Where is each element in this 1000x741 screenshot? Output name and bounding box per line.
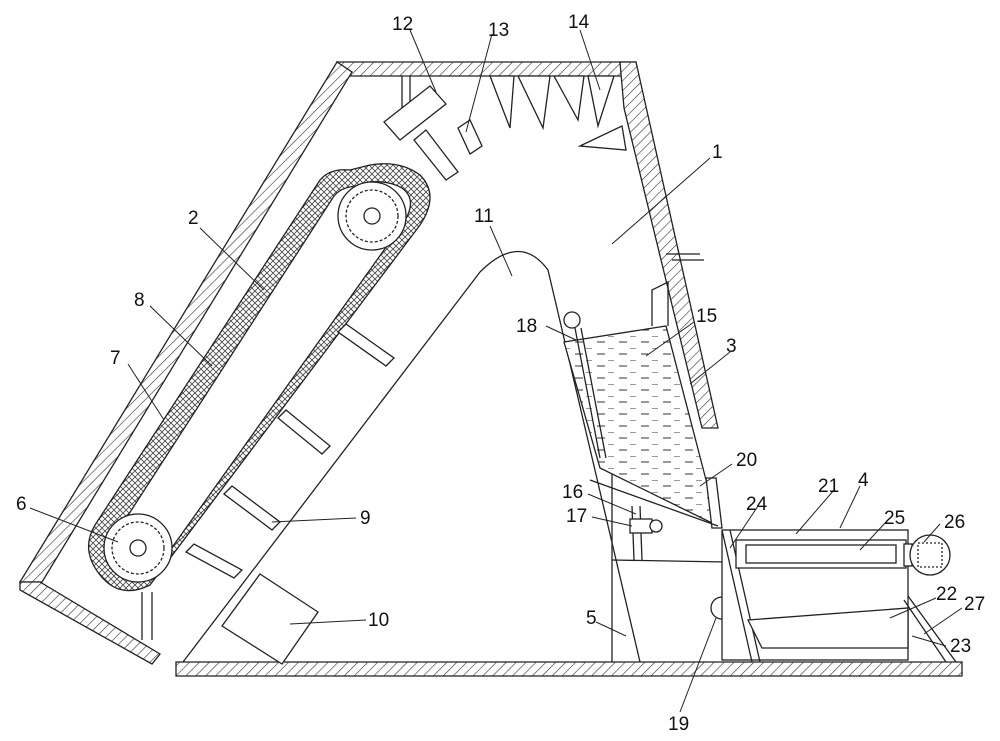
label-25: 25 — [884, 508, 905, 529]
label-23: 23 — [950, 636, 971, 657]
label-2: 2 — [188, 208, 199, 229]
label-1: 1 — [712, 142, 723, 163]
label-6: 6 — [16, 494, 27, 515]
part-labels: 12 13 14 1 2 11 8 15 18 3 7 20 21 4 16 6… — [16, 12, 985, 735]
label-12: 12 — [392, 14, 413, 35]
crusher-head — [383, 76, 483, 181]
label-19: 19 — [668, 714, 689, 735]
label-7: 7 — [110, 348, 121, 369]
level-gauge — [563, 311, 581, 329]
label-18: 18 — [516, 316, 537, 337]
label-20: 20 — [736, 450, 757, 471]
label-3: 3 — [726, 336, 737, 357]
label-11: 11 — [474, 206, 494, 227]
label-27: 27 — [964, 594, 985, 615]
label-14: 14 — [568, 12, 590, 33]
filter-box — [721, 529, 957, 663]
label-17: 17 — [566, 506, 587, 527]
conveyor-belt — [88, 163, 431, 592]
label-13: 13 — [488, 20, 509, 41]
label-8: 8 — [134, 290, 145, 311]
label-5: 5 — [586, 608, 597, 629]
liquid-tank — [563, 253, 734, 620]
leader-lines — [29, 29, 963, 713]
label-26: 26 — [944, 512, 965, 533]
label-4: 4 — [858, 470, 869, 491]
label-16: 16 — [562, 482, 583, 503]
spike-plate — [489, 75, 627, 151]
label-10: 10 — [368, 610, 389, 631]
label-21: 21 — [818, 476, 839, 497]
label-15: 15 — [696, 306, 717, 327]
label-9: 9 — [360, 508, 371, 529]
housing — [18, 61, 963, 677]
collection-box — [221, 573, 319, 665]
label-24: 24 — [746, 494, 768, 515]
label-22: 22 — [936, 584, 957, 605]
